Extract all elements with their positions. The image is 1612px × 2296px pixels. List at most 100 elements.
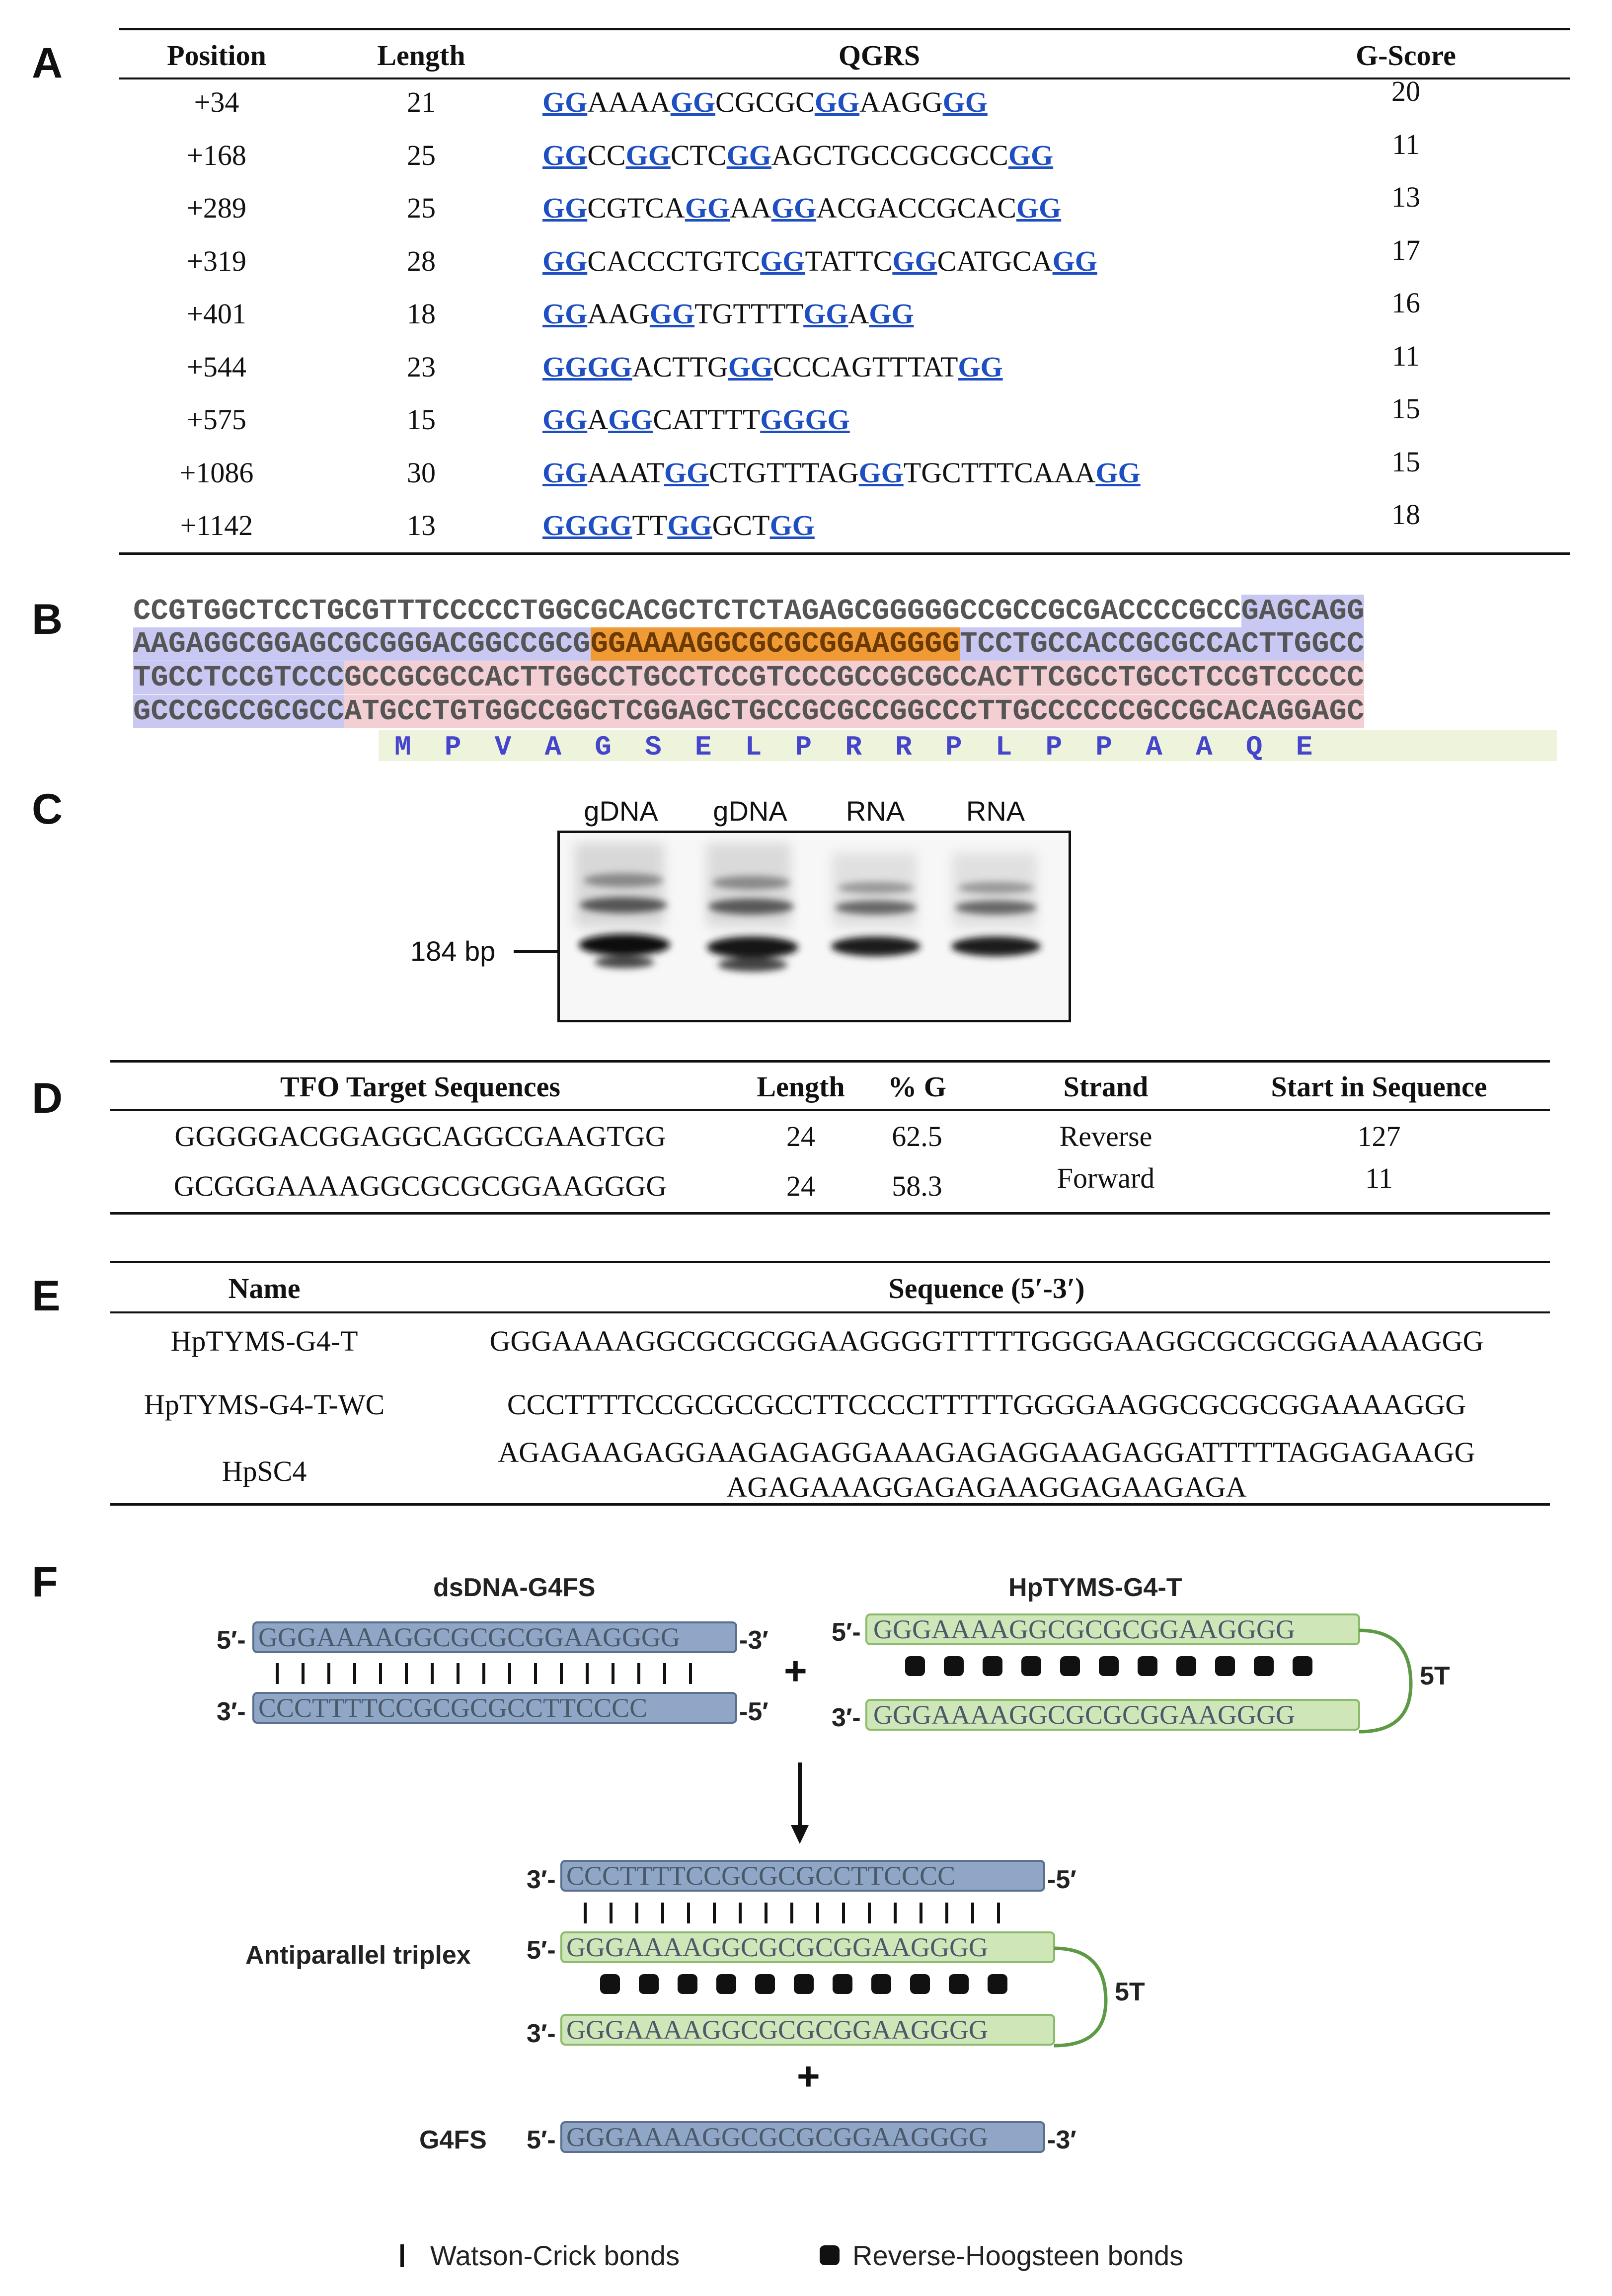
reverse-hoogsteen-bond (1099, 1656, 1119, 1676)
legend-wc-icon (400, 2244, 404, 2267)
g4fs-label: G4FS (419, 2126, 487, 2154)
table-d-row1-g: 62.5 (892, 1120, 942, 1152)
triplex-comp-strand (560, 1860, 1045, 1892)
table-e-row3-seq: AGAGAAGAGGAAGAGAGGAAAGAGAGGAAGAGGATTTTTA… (498, 1436, 1475, 1468)
strand-g4fs-top (252, 1621, 737, 1653)
g-run: GG (858, 456, 904, 489)
end-5-g4fs: 5′- (527, 2126, 556, 2154)
g-run: GG (942, 86, 988, 118)
loop-5t-1 (1359, 1628, 1413, 1734)
table-a-row-gscore: 11 (1392, 339, 1420, 372)
loop-segment: AAAA (587, 86, 671, 118)
panel-label-f: F (32, 1558, 58, 1606)
g-run: GG (542, 403, 588, 436)
g-run: GG (542, 456, 588, 489)
table-e-header-seq: Sequence (5′-3′) (888, 1272, 1085, 1304)
table-d-row2-seq: GCGGGAAAAGGCGCGCGGAAGGGG (173, 1170, 667, 1202)
table-a-row-gscore: 18 (1391, 498, 1420, 531)
table-a-row-qgrs: GGAGGCATTTTGGGG (542, 403, 850, 436)
loop-segment: CC (587, 139, 626, 171)
table-a-row-length: 28 (407, 244, 436, 277)
table-a-row-length: 13 (407, 509, 436, 541)
end-3-triplex-comp: 3′- (527, 1865, 556, 1894)
table-e-row2-name: HpTYMS-G4-T-WC (144, 1388, 385, 1421)
table-e-row1-seq: GGGAAAAGGCGCGCGGAAGGGGTTTTTGGGGAAGGCGCGC… (489, 1325, 1484, 1357)
loop-segment: AAAT (587, 456, 664, 489)
watson-crick-bonds-1 (276, 1663, 692, 1684)
g-run: GG (814, 86, 860, 118)
g-run: GG (769, 509, 815, 541)
tfo-target-highlight: GGAAAAGGCGCGCGGAAGGGG (590, 627, 960, 661)
g-run: GG (958, 350, 1003, 383)
table-a-row-qgrs: GGAAGGGTGTTTTGGAGG (542, 297, 914, 330)
lane-label-1: gDNA (584, 795, 658, 827)
reverse-hoogsteen-bond (1060, 1656, 1080, 1676)
g-run: GG (542, 298, 588, 330)
g-run: GGGG (542, 350, 632, 383)
g-run: GG (667, 509, 712, 541)
reverse-hoogsteen-bond (871, 1974, 891, 1994)
triplex-hairpin-bottom-text: GGGAAAAGGCGCGCGGAAGGGG (566, 2015, 988, 2045)
table-e-top-rule (110, 1261, 1550, 1263)
loop-segment: ACGACCGCAC (816, 192, 1016, 224)
table-a-row-position: +168 (187, 139, 246, 171)
table-d-row2-strand: Forward (1057, 1162, 1155, 1194)
table-a-row-qgrs: GGCCGGCTCGGAGCTGCCGCGCCGG (542, 139, 1053, 172)
g-run: GG (649, 298, 695, 330)
loop-segment: AA (730, 192, 771, 224)
g-run: GG (685, 192, 730, 224)
sequence-line: GCCCGCCGCGCCATGCCTGTGGCCGGCTCGGAGCTGCCGC… (133, 695, 1365, 728)
reverse-hoogsteen-bond (910, 1974, 930, 1994)
strand-hairpin-bottom (865, 1699, 1360, 1731)
g-run: GG (542, 86, 588, 118)
reverse-hoogsteen-bond (716, 1974, 736, 1994)
loop-segment: A (587, 403, 609, 436)
table-d-row2-g: 58.3 (892, 1170, 942, 1202)
panel-label-e: E (32, 1272, 61, 1320)
table-d-row1-seq: GGGGGACGGAGGCAGGCGAAGTGG (174, 1120, 666, 1152)
end-3-top-right: -3′ (739, 1626, 768, 1655)
legend-rh-label: Reverse-Hoogsteen bonds (852, 2240, 1184, 2271)
loop-segment: AGCTGCCGCGCC (771, 139, 1008, 171)
table-a-row-gscore: 16 (1391, 287, 1420, 319)
reverse-hoogsteen-bond (639, 1974, 659, 1994)
triplex-hairpin-top-text: GGGAAAAGGCGCGCGGAAGGGG (566, 1932, 988, 1962)
loop-segment: TATTC (805, 244, 893, 277)
end-5-top-left: 5′- (217, 1626, 246, 1655)
g4fs-strand (560, 2121, 1045, 2153)
table-a-top-rule (119, 28, 1570, 30)
loop-label-2: 5T (1115, 1978, 1145, 2006)
table-d-row2-start: 11 (1365, 1162, 1393, 1194)
end-5-triplex-comp: -5′ (1047, 1865, 1076, 1894)
reverse-hoogsteen-bond (983, 1656, 1002, 1676)
strand-hairpin-top-text: GGGAAAAGGCGCGCGGAAGGGG (873, 1614, 1295, 1644)
g-run: GG (542, 139, 588, 171)
strand-g4fs-top-text: GGGAAAAGGCGCGCGGAAGGGG (258, 1622, 680, 1652)
reverse-hoogsteen-bond (1138, 1656, 1157, 1676)
panel-label-b: B (32, 596, 63, 643)
table-a-row-gscore: 11 (1392, 128, 1420, 160)
table-a-row-qgrs: GGGGTTGGGCTGG (542, 509, 815, 542)
reverse-hoogsteen-bond (1021, 1656, 1041, 1676)
g-run: GG (1008, 139, 1054, 171)
sequence-segment: ATGCCTGTGGCCGGCTCGGAGCTGCCGCGCCGGCCCTTGC… (344, 695, 1365, 728)
table-a-row-length: 23 (407, 350, 436, 383)
gel-image (557, 831, 1071, 1022)
table-a-row-position: +401 (187, 298, 246, 330)
g-run: GG (1016, 192, 1062, 224)
triplex-hairpin-bottom (560, 2014, 1055, 2046)
table-a-row-qgrs: GGCACCCTGTCGGTATTCGGCATGCAGG (542, 244, 1097, 278)
reverse-hoogsteen-bond (1254, 1656, 1274, 1676)
loop-segment: CTC (670, 139, 727, 171)
g-run: GG (892, 244, 937, 277)
loop-segment: A (848, 298, 869, 330)
table-a-row-position: +319 (187, 244, 246, 277)
reverse-hoogsteen-bond (833, 1974, 852, 1994)
reverse-hoogsteen-bond (988, 1974, 1007, 1994)
loop-segment: TT (632, 509, 668, 541)
reverse-hoogsteen-bond (1293, 1656, 1312, 1676)
table-a-row-length: 30 (407, 456, 436, 489)
sequence-segment: AAGAGGCGGAGCGCGGGACGGCCGCG (133, 627, 591, 661)
lane-label-2: gDNA (713, 795, 787, 827)
table-d-row2-length: 24 (786, 1170, 815, 1202)
